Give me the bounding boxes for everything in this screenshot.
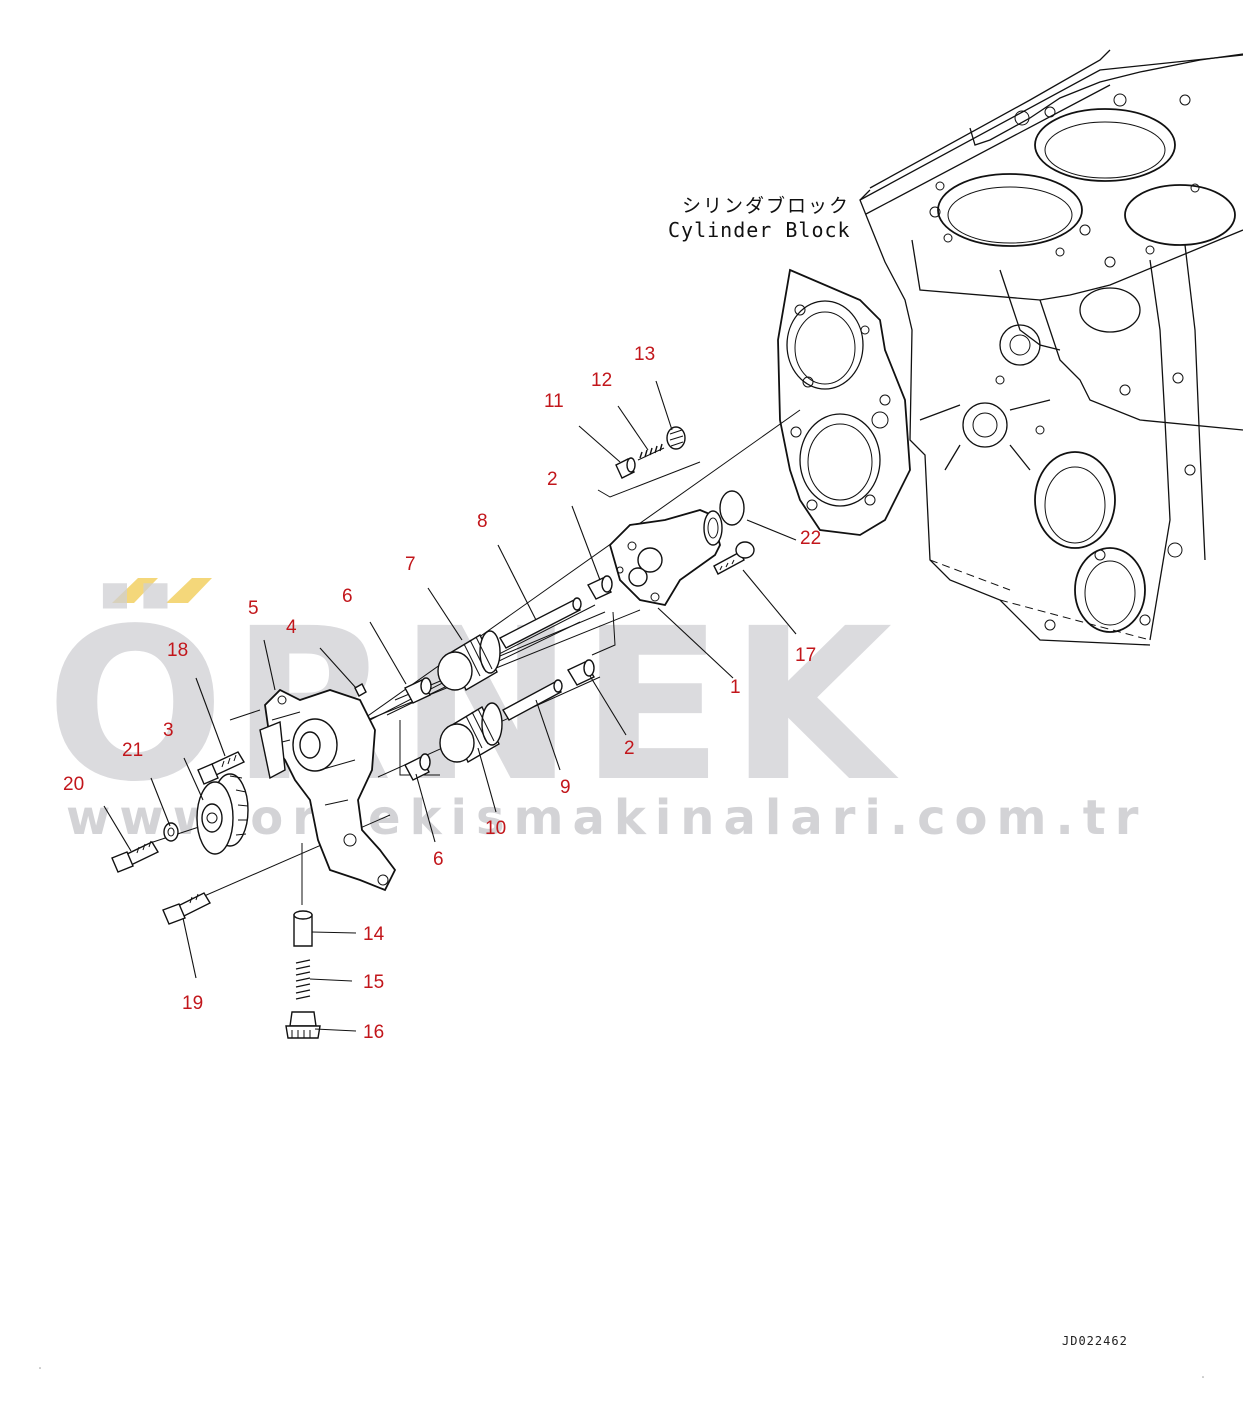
leader-lines — [103, 380, 797, 1032]
bolt-part-20 — [111, 840, 159, 873]
pin-part-14 — [293, 910, 313, 947]
bolt-part-17 — [713, 541, 755, 575]
drive-gear-part-3 — [196, 773, 249, 855]
callout-13: 13 — [634, 344, 655, 365]
drawing-id: JD022462 — [1062, 1334, 1128, 1348]
callout-7: 7 — [405, 554, 416, 575]
bushing-part-6-upper — [404, 677, 432, 704]
bolt-part-18 — [197, 751, 246, 785]
callout-4: 4 — [286, 617, 297, 638]
cylinder-block-drawing — [777, 49, 1243, 646]
callout-10: 10 — [485, 818, 506, 839]
callout-16: 16 — [363, 1022, 384, 1043]
callout-20: 20 — [63, 774, 84, 795]
gear-part-7 — [437, 630, 501, 692]
gear-part-10 — [439, 702, 503, 764]
callout-15: 15 — [363, 972, 384, 993]
bushing-part-2-upper — [587, 575, 613, 600]
shaft-part-9 — [502, 679, 563, 721]
bushing-part-2-lower — [567, 659, 595, 686]
plug-part-13 — [666, 426, 686, 450]
callout-17: 17 — [795, 645, 816, 666]
callout-8: 8 — [477, 511, 488, 532]
corner-mark-left — [39, 1367, 41, 1369]
dowel-part-4 — [354, 683, 367, 697]
callout-19: 19 — [182, 993, 203, 1014]
callout-5: 5 — [248, 598, 259, 619]
watermark-accent-left — [112, 578, 158, 603]
watermark-accent-right — [166, 578, 212, 603]
spring-part-15 — [295, 959, 311, 1000]
callout-2b: 2 — [624, 738, 635, 759]
callout-9: 9 — [560, 777, 571, 798]
watermark-brand: ÖRNEK — [46, 582, 899, 828]
cylinder-block-label-en: Cylinder Block — [668, 218, 851, 242]
callout-14: 14 — [363, 924, 385, 945]
callout-6a: 6 — [342, 586, 353, 607]
shaft-part-8 — [499, 597, 582, 649]
pump-cover-part-1 — [608, 509, 723, 607]
callout-18: 18 — [167, 640, 188, 661]
washer-part-21 — [163, 822, 179, 842]
pump-body-part-5 — [259, 688, 397, 892]
callout-21: 21 — [122, 740, 143, 761]
spring-part-12 — [637, 443, 665, 461]
callout-2a: 2 — [547, 469, 558, 490]
callout-1: 1 — [730, 677, 741, 698]
callout-22: 22 — [800, 528, 821, 549]
callout-numbers: 1 2 2 3 4 5 6 6 7 8 9 10 11 12 13 14 15 … — [63, 344, 821, 1043]
plug-part-16 — [285, 1011, 321, 1039]
cylinder-block-label-jp: シリンダブロック — [682, 194, 850, 217]
pin-part-11 — [615, 457, 636, 479]
o-ring-part-22 — [719, 490, 745, 526]
bushing-part-6-lower — [404, 753, 431, 781]
bolt-part-19 — [162, 892, 211, 925]
callout-12: 12 — [591, 370, 612, 391]
callout-6b: 6 — [433, 849, 444, 870]
callout-3: 3 — [163, 720, 174, 741]
corner-mark-right — [1202, 1376, 1204, 1378]
callout-11: 11 — [544, 391, 564, 412]
